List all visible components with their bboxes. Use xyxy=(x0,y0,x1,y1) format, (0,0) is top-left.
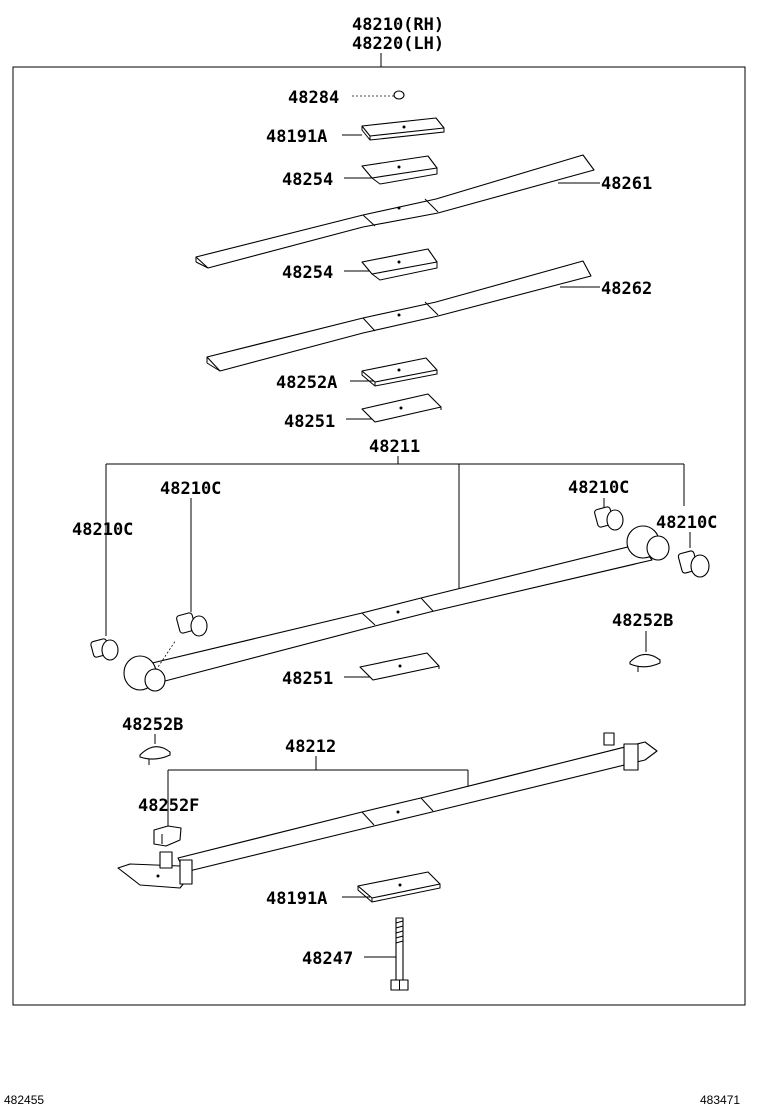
label-48210c-left-outer: 48210C xyxy=(72,520,133,540)
assembly-label-rh: 48210(RH) xyxy=(352,15,444,35)
bumper-48252b-left xyxy=(139,746,171,760)
nut-48284 xyxy=(393,90,405,100)
label-48212: 48212 xyxy=(285,737,336,757)
label-48252b-left: 48252B xyxy=(122,715,183,735)
footer-code-left: 482455 xyxy=(4,1093,44,1107)
label-48262: 48262 xyxy=(601,279,652,299)
bolt-48247 xyxy=(390,917,409,991)
clip-48212-right xyxy=(623,743,639,771)
label-48210c-right-upper: 48210C xyxy=(568,478,629,498)
assembly-label-lh: 48220(LH) xyxy=(352,34,444,54)
bushing-48210c-right-upper xyxy=(594,506,624,531)
label-48254-mid: 48254 xyxy=(282,263,333,283)
label-48251-top: 48251 xyxy=(284,412,335,432)
label-48284: 48284 xyxy=(288,88,339,108)
clip-48252f xyxy=(153,825,182,847)
label-48252b-right: 48252B xyxy=(612,611,673,631)
label-48211: 48211 xyxy=(369,437,420,457)
bumper-48252b-right xyxy=(629,653,661,668)
bushing-48210c-left-outer xyxy=(90,638,119,661)
label-48247: 48247 xyxy=(302,949,353,969)
label-48191a-top: 48191A xyxy=(266,127,327,147)
assembly-frame xyxy=(12,66,746,1006)
label-48261: 48261 xyxy=(601,174,652,194)
label-48210c-right-outer: 48210C xyxy=(656,513,717,533)
leaf-48212-end-hook xyxy=(117,863,189,889)
label-48254-top: 48254 xyxy=(282,170,333,190)
clip-48212-left xyxy=(159,851,173,869)
clip-48212-mid xyxy=(179,859,193,885)
bushing-48210c-right-outer xyxy=(677,550,710,578)
label-48210c-left-upper: 48210C xyxy=(160,479,221,499)
label-48251-low: 48251 xyxy=(282,669,333,689)
label-48252f: 48252F xyxy=(138,796,199,816)
label-48191a-low: 48191A xyxy=(266,889,327,909)
label-48252a: 48252A xyxy=(276,373,337,393)
leaf-48212 xyxy=(177,741,658,873)
leaf-48261 xyxy=(195,154,595,269)
bushing-48210c-left-upper xyxy=(176,612,208,637)
footer-code-right: 483471 xyxy=(700,1093,740,1107)
leaf-48211 xyxy=(147,543,653,682)
